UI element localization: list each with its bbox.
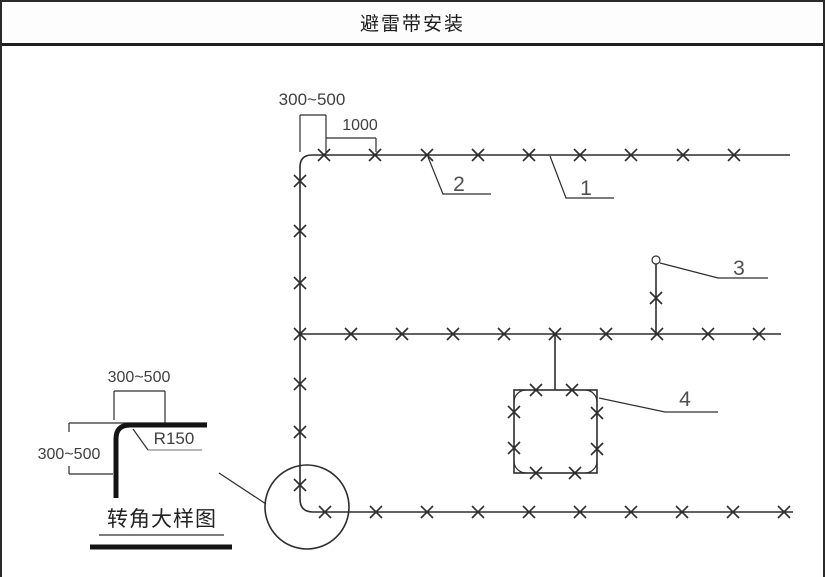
support-x-mark [675,505,689,519]
callout-4-label: 4 [679,388,691,411]
support-x-mark [471,148,485,162]
structure-loop-square [513,389,598,474]
callout-1-label: 1 [580,177,592,200]
support-x-mark [507,441,521,455]
support-x-mark [293,478,307,492]
detail-caption: 转角大样图 [107,508,217,531]
loop-corner-arc-tl [513,389,527,403]
detail-dim-left-label: 300~500 [38,446,101,463]
support-x-mark [624,505,638,519]
support-x-mark [701,327,715,341]
support-x-mark [507,405,521,419]
support-x-mark [599,327,613,341]
callout-1-leader [549,155,614,199]
detail-dim-bracket-top [113,390,166,423]
support-x-mark [293,224,307,238]
radius-leader-diagonal [132,428,149,451]
support-x-mark [624,148,638,162]
support-x-mark [726,505,740,519]
riser-terminal-circle [651,255,661,265]
support-x-mark [777,505,791,519]
callout-2-leader [427,156,491,195]
support-x-mark [752,327,766,341]
support-x-mark [420,505,434,519]
support-x-mark [590,406,604,420]
support-x-mark [368,148,382,162]
support-x-mark [293,276,307,290]
detail-dim-top-label: 300~500 [108,369,171,386]
callout-3-label: 3 [733,257,745,280]
support-x-mark [318,505,332,519]
dim-top-label: 300~500 [279,90,346,109]
support-x-mark [420,148,434,162]
loop-corner-arc-tr [584,389,598,403]
detail-radius-label: R150 [154,429,195,448]
support-marks-layer [293,148,791,519]
support-x-mark [293,327,307,341]
detail-leader-line [218,472,267,505]
detail-dim-bracket-left [68,423,113,475]
support-x-mark [446,327,460,341]
support-x-mark [293,174,307,188]
detail-reference-circle [264,464,350,550]
support-x-mark [369,505,383,519]
dim-bracket-300-500 [299,114,327,152]
title-bar: 避雷带安装 [2,2,823,46]
loop-corner-arc-bl [513,460,527,474]
sheet-title: 避雷带安装 [359,14,465,35]
support-x-mark [573,148,587,162]
support-x-mark [676,148,690,162]
support-x-mark [471,505,485,519]
support-x-mark [565,383,579,397]
support-x-mark [522,148,536,162]
support-x-mark [649,291,663,305]
support-x-mark [317,148,331,162]
support-x-mark [568,466,582,480]
support-x-mark [573,505,587,519]
loop-corner-arc-br [584,460,598,474]
dim-spacing-label: 1000 [342,117,378,134]
support-x-mark [548,327,562,341]
support-x-mark [522,505,536,519]
support-x-mark [497,327,511,341]
support-x-mark [293,425,307,439]
support-x-mark [590,442,604,456]
support-x-mark [395,327,409,341]
support-x-mark [529,383,543,397]
dim-bracket-1000 [326,137,377,152]
support-x-mark [293,377,307,391]
callout-4-leader [598,397,718,413]
support-x-mark [727,148,741,162]
support-x-mark [650,327,664,341]
callout-3-leader [659,262,768,279]
support-x-mark [529,466,543,480]
belt-bend-thick-path [113,422,207,498]
callout-2-label: 2 [453,173,465,196]
support-x-mark [344,327,358,341]
